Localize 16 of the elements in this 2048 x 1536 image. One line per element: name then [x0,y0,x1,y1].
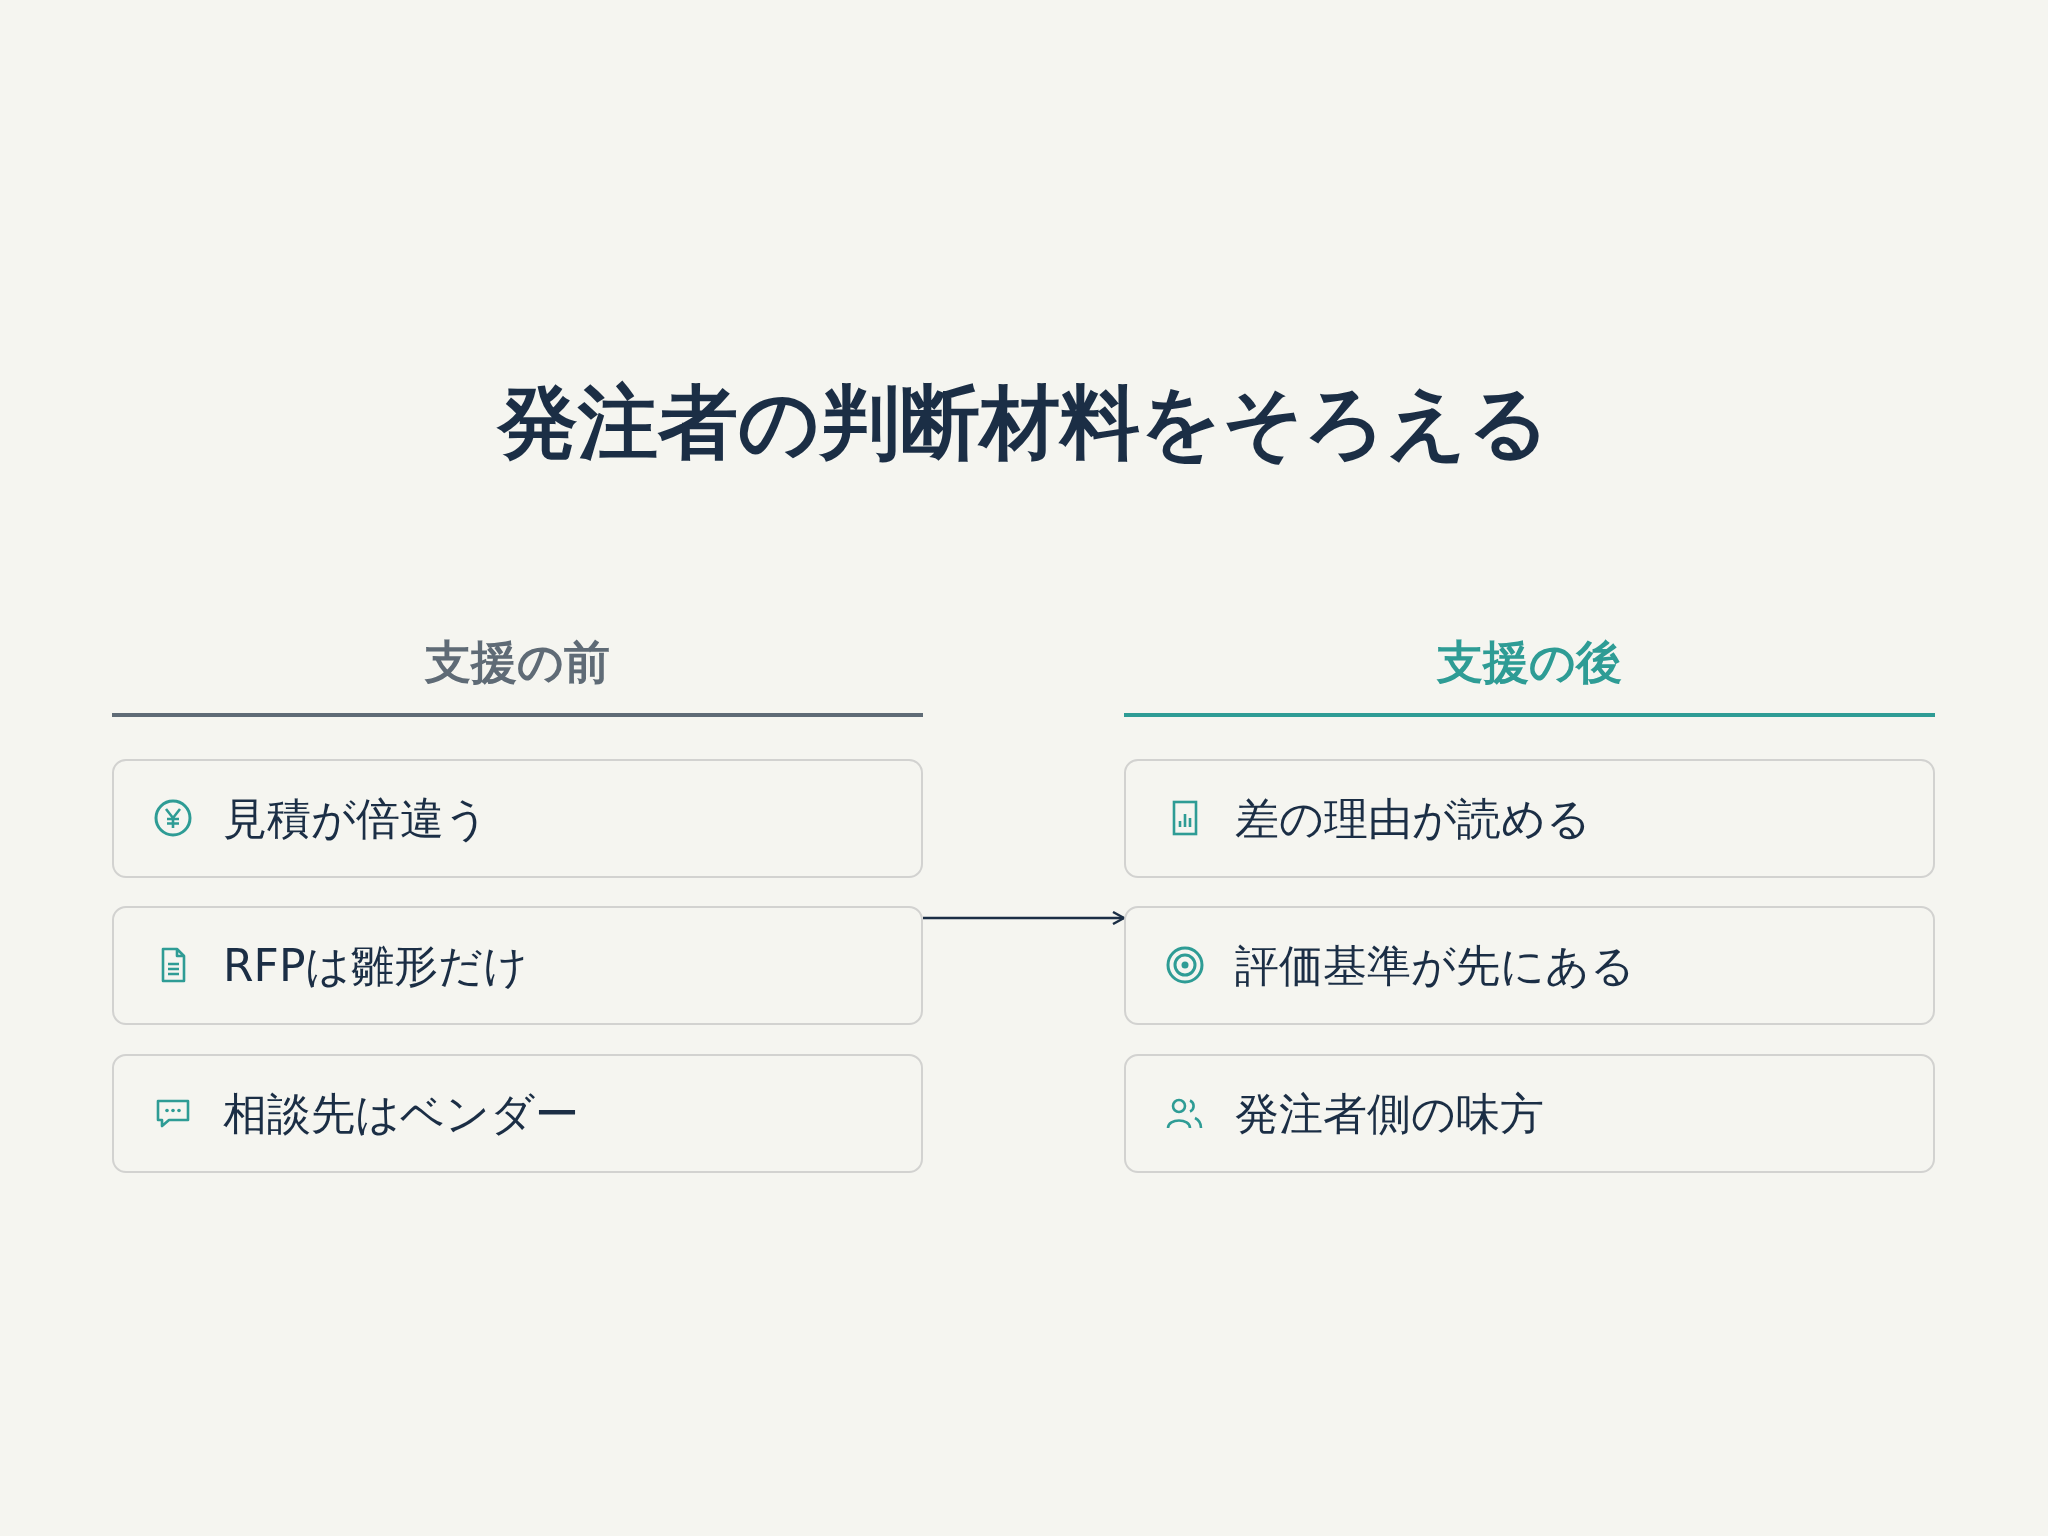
item-box [112,1054,923,1173]
column-heading: 支援の前 [423,634,611,691]
item-box [112,906,923,1025]
item-box [112,759,923,878]
item-text: RFPは雛形だけ [223,939,529,993]
title: 発注者の判断材料をそろえる [495,375,1551,471]
item-text: 評価基準が先にある [1235,939,1635,993]
column-heading: 支援の後 [1435,634,1623,691]
item-box [1124,1054,1935,1173]
item-box [1124,906,1935,1025]
item-text: 発注者側の味方 [1235,1087,1544,1141]
item-text: 差の理由が読める [1235,792,1591,846]
item-text: 相談先はベンダー [223,1087,579,1141]
arrow [923,910,1126,926]
item-text: 見積が倍違う [223,792,489,846]
item-box [1124,759,1935,878]
